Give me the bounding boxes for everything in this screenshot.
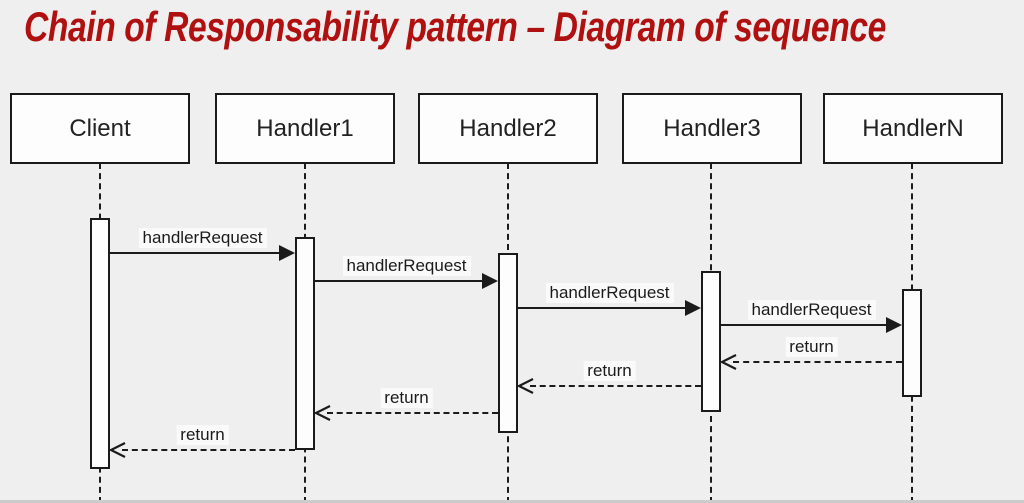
- arrowhead-open-icon: [313, 405, 331, 421]
- message-line-return: [122, 449, 295, 451]
- arrowhead-open-icon: [719, 354, 737, 370]
- message-line-request: [721, 324, 889, 326]
- arrowhead-filled-icon: [279, 245, 295, 261]
- participant-box-handler2: Handler2: [418, 93, 598, 164]
- activation-bar-client: [90, 218, 110, 469]
- activation-bar-handler2: [498, 253, 518, 433]
- message-line-request: [110, 252, 282, 254]
- page-title: Chain of Responsability pattern – Diagra…: [24, 3, 886, 50]
- message-label-request: handlerRequest: [747, 300, 876, 320]
- message-label-request: handlerRequest: [138, 228, 267, 248]
- message-line-return: [733, 361, 902, 363]
- message-line-request: [315, 280, 485, 282]
- message-label-request: handlerRequest: [545, 283, 674, 303]
- activation-bar-handler3: [701, 271, 721, 412]
- message-label-request: handlerRequest: [342, 256, 471, 276]
- message-line-return: [327, 412, 498, 414]
- message-label-return: return: [785, 337, 838, 357]
- arrowhead-open-icon: [108, 442, 126, 458]
- message-label-return: return: [176, 425, 229, 445]
- arrowhead-open-icon: [516, 378, 534, 394]
- message-label-return: return: [380, 388, 433, 408]
- activation-bar-handlern: [902, 289, 922, 397]
- activation-bar-handler1: [295, 237, 315, 450]
- message-label-return: return: [583, 361, 636, 381]
- message-line-return: [530, 385, 701, 387]
- participant-box-handler3: Handler3: [622, 93, 802, 164]
- arrowhead-filled-icon: [482, 273, 498, 289]
- message-line-request: [518, 307, 688, 309]
- participant-box-client: Client: [10, 93, 190, 164]
- slide-bottom-edge: [0, 500, 1024, 503]
- arrowhead-filled-icon: [886, 317, 902, 333]
- participant-box-handlern: HandlerN: [823, 93, 1003, 164]
- arrowhead-filled-icon: [685, 300, 701, 316]
- participant-box-handler1: Handler1: [215, 93, 395, 164]
